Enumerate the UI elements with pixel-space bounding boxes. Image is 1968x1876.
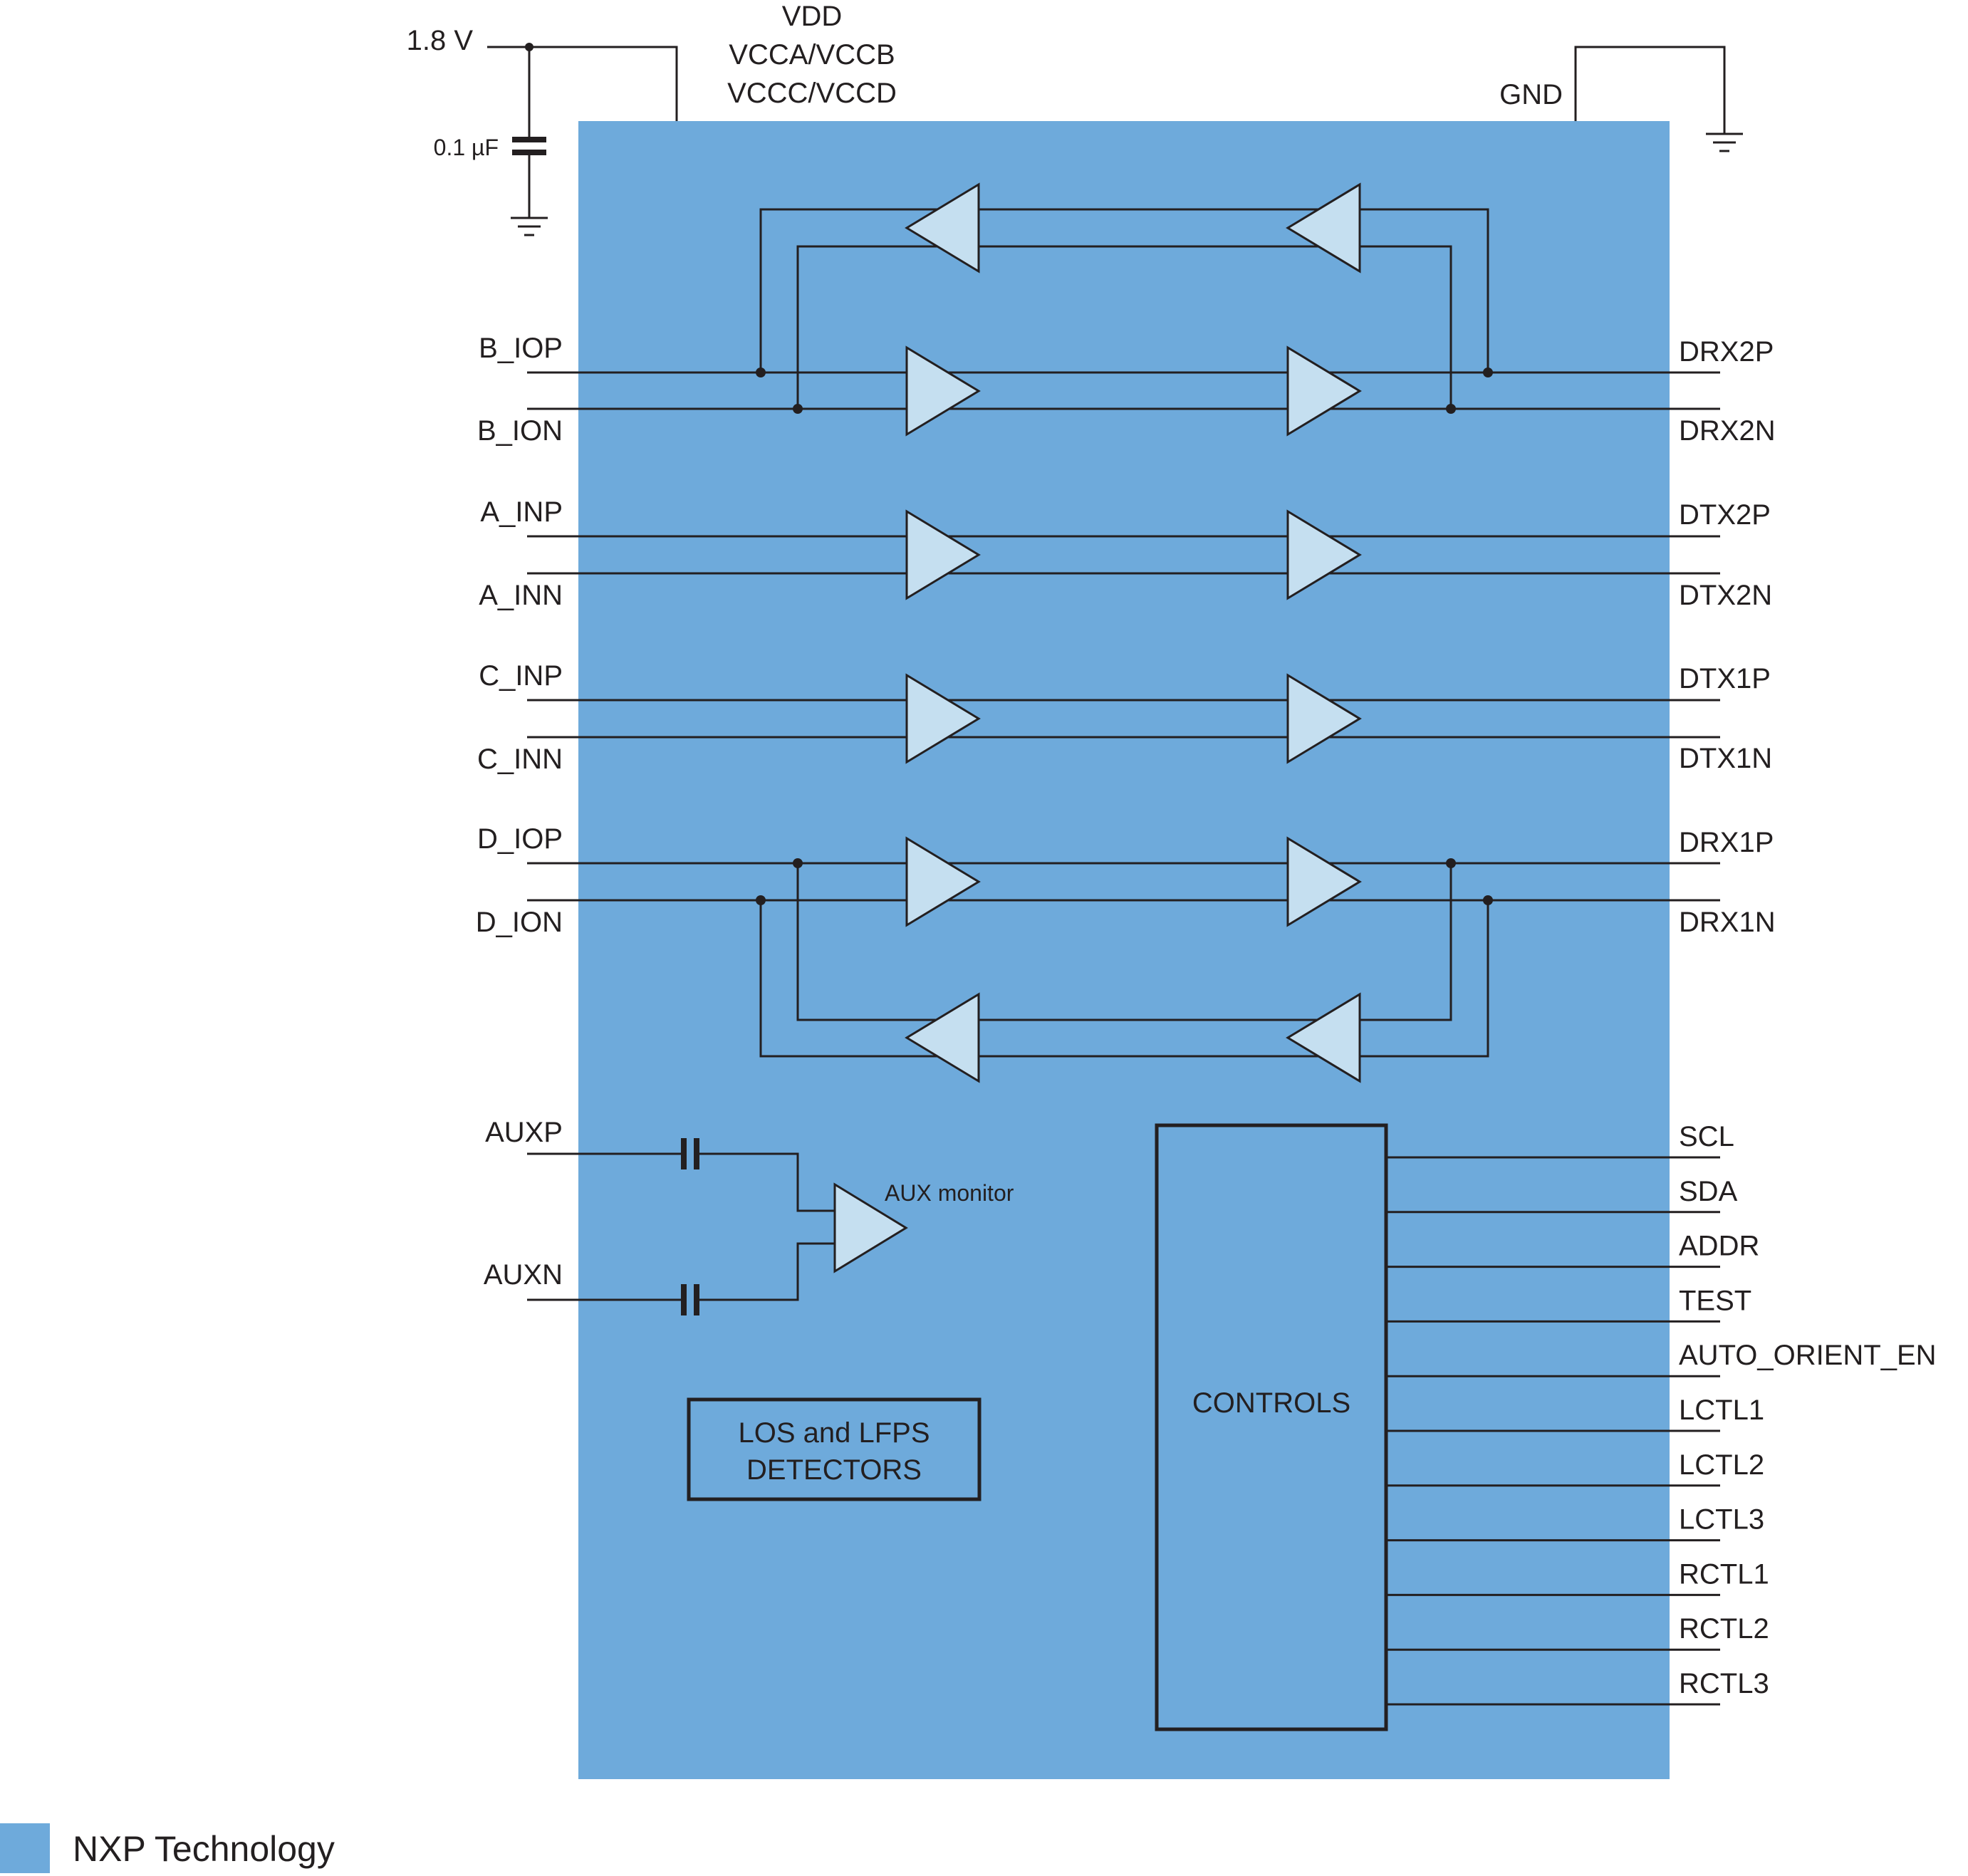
control-pin-addr: ADDR [1679,1231,1759,1262]
power-supply: 1.8 V 0.1 µF [407,25,678,236]
control-pin-lctl3: LCTL3 [1679,1504,1764,1536]
pin-c-inn: C_INN [477,744,563,775]
buffer-icon [905,345,981,437]
pin-dtx2p: DTX2P [1679,499,1771,531]
legend: NXP Technology [0,1823,335,1873]
pin-auxp: AUXP [485,1117,563,1148]
chip-body [578,121,1670,1779]
lane-wires [527,208,1720,1058]
reverse-buffer-icon [1286,182,1361,273]
pin-dtx1n: DTX1N [1679,743,1772,774]
pin-drx1p: DRX1P [1679,827,1774,858]
reverse-buffer-icon [1286,992,1361,1083]
control-pin-sda: SDA [1679,1176,1738,1207]
pin-dtx2n: DTX2N [1679,580,1772,611]
control-pin-lctl1: LCTL1 [1679,1395,1764,1426]
right-pin-labels: DRX2P DRX2N DTX2P DTX2N DTX1P DTX1N DRX1… [1679,336,1776,938]
pin-drx2n: DRX2N [1679,415,1776,447]
controls-block: CONTROLS SCL SDA ADDR TEST AUTO_ORIENT_EN LCT… [1155,1121,1937,1731]
legend-swatch [0,1823,50,1873]
aux-path: AUXP AUXN AUX monitor [484,1117,1014,1315]
supply-voltage-label: 1.8 V [407,25,474,56]
buffer-icon [905,673,981,764]
ground-connection: GND [1499,46,1743,152]
controls-label: CONTROLS [1192,1387,1350,1419]
vccc-vccd-label: VCCC/VCCD [727,78,897,109]
control-pins: SCL SDA ADDR TEST AUTO_ORIENT_EN LCTL1LCTL2LC… [1386,1121,1937,1706]
control-pin-rctl1: RCTL1 [1679,1558,1769,1590]
aux-monitor-label: AUX monitor [885,1180,1014,1206]
legend-label: NXP Technology [73,1829,335,1869]
control-pin-scl: SCL [1679,1121,1734,1152]
buffer-icon [905,836,981,927]
detectors-label-line1: LOS and LFPS [738,1417,930,1449]
buffer-icon [905,509,981,600]
control-pin-auto-orient-en: AUTO_ORIENT_EN [1679,1340,1937,1371]
aux-monitor-buffer-icon [833,1182,908,1273]
vcca-vccb-label: VCCA/VCCB [729,39,895,71]
reverse-buffer-icon [905,182,980,273]
pin-drx2p: DRX2P [1679,336,1774,368]
pin-c-inp: C_INP [479,660,563,692]
buffer-icon [1286,673,1362,764]
pin-d-ion: D_ION [476,907,563,938]
pin-a-inp: A_INP [480,496,563,528]
control-pin-test: TEST [1679,1285,1751,1316]
detectors-label-line2: DETECTORS [746,1454,922,1486]
gnd-label: GND [1499,79,1563,110]
ground-icon [1706,132,1743,152]
buffer-icon [1286,509,1362,600]
pin-drx1n: DRX1N [1679,907,1776,938]
buffer-icon [1286,345,1362,437]
reverse-buffer-icon [905,992,980,1083]
detectors-block: LOS and LFPS DETECTORS [687,1397,982,1501]
decoupling-cap-label: 0.1 µF [434,135,499,160]
pin-b-ion: B_ION [477,415,563,447]
buffer-icon [1286,836,1362,927]
pin-b-iop: B_IOP [479,333,563,364]
control-pin-rctl2: RCTL2 [1679,1613,1769,1645]
ground-icon [511,217,548,236]
control-pin-rctl3: RCTL3 [1679,1668,1769,1699]
vdd-label: VDD [782,1,842,32]
pin-dtx1p: DTX1P [1679,663,1771,694]
vdd-labels: VDD VCCA/VCCB VCCC/VCCD [727,1,897,109]
pin-a-inn: A_INN [479,580,563,611]
buffers [905,182,1362,1083]
left-pin-labels: B_IOP B_ION A_INP A_INN C_INP C_INN D_IO… [476,333,563,938]
control-pin-lctl2: LCTL2 [1679,1449,1764,1481]
pin-auxn: AUXN [484,1259,563,1291]
pin-d-iop: D_IOP [477,823,563,855]
